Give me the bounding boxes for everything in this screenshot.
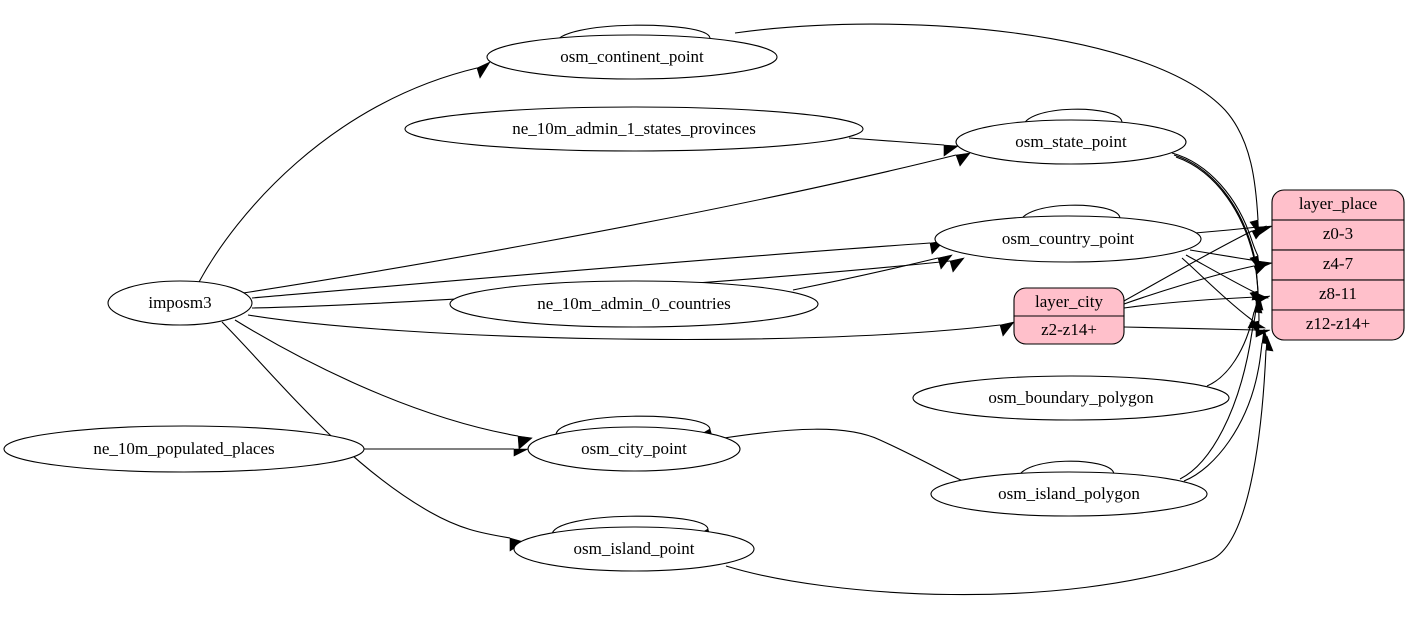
edge-osm_island_polygon-to-layer_place_z8_11 — [1179, 308, 1257, 480]
layer_place-z12-label: z12-z14+ — [1306, 314, 1370, 333]
self-loop-osm_city_point — [555, 415, 711, 436]
node-label-imposm3: imposm3 — [148, 293, 211, 312]
edge-imposm3-to-osm_continent_point — [198, 67, 478, 283]
edge-osm_country_point-to-layer_place_z0_3 — [1194, 226, 1259, 234]
arrowhead — [1265, 335, 1274, 352]
layer_place-z0_3-label: z0-3 — [1323, 224, 1353, 243]
edge-ne_states-to-osm_state_point — [848, 137, 945, 146]
arrowhead — [1251, 225, 1267, 240]
arrowhead — [1253, 262, 1269, 275]
arrowhead — [955, 152, 971, 167]
node-label-osm_island_point: osm_island_point — [574, 539, 695, 558]
arrowhead — [513, 448, 529, 457]
layer_place-row-z8_11-cell — [1271, 279, 1405, 311]
arrowhead — [1255, 329, 1271, 338]
edge-layer_city-to-layer_place_z8_11 — [1123, 296, 1257, 309]
edge-layer_city-to-layer_place_z4_7 — [1123, 265, 1255, 305]
edge-imposm3-to-osm_island_point — [221, 321, 511, 539]
node-osm_continent_point[interactable]: osm_continent_point — [486, 34, 778, 80]
arrowhead — [949, 257, 965, 273]
node-label-ne_10m_admin_0_countries: ne_10m_admin_0_countries — [537, 294, 731, 313]
layer_place-z4_7-label: z4-7 — [1323, 254, 1354, 273]
edge-imposm3-to-osm_state_point — [242, 154, 957, 294]
edge-osm_island_polygon-to-layer_place_z12 — [1183, 342, 1263, 482]
layer_city-row-z2-cell — [1013, 315, 1125, 345]
edge-osm_state_point-to-layer_place_z4_7 — [1171, 152, 1259, 257]
edge-osm_island_point-to-layer_place_z12 — [725, 349, 1267, 596]
layer_place-title-label: layer_place — [1299, 194, 1377, 213]
node-osm_boundary_polygon[interactable]: osm_boundary_polygon — [912, 375, 1230, 421]
node-label-ne_10m_admin_1_states_provinces: ne_10m_admin_1_states_provinces — [512, 119, 756, 138]
node-osm_country_point[interactable]: osm_country_point — [934, 215, 1202, 263]
edge-layer_city-to-layer_place_z12 — [1123, 326, 1257, 331]
arrowhead — [1255, 294, 1264, 311]
node-label-osm_continent_point: osm_continent_point — [560, 47, 704, 66]
layer_place-row-z12-cell — [1271, 309, 1405, 341]
node-osm_island_polygon[interactable]: osm_island_polygon — [930, 471, 1208, 517]
edge-osm_country_point-to-layer_place_z4_7 — [1189, 249, 1259, 262]
node-imposm3[interactable]: imposm3 — [107, 280, 253, 326]
node-osm_state_point[interactable]: osm_state_point — [955, 119, 1187, 165]
layer_city-title-label: layer_city — [1035, 292, 1103, 311]
arrowhead — [943, 144, 959, 157]
edge-osm_continent_point-to-layer_place_z0_3 — [734, 23, 1259, 221]
self-loop-osm_continent_point — [555, 24, 711, 45]
self-loop-osm_island_point — [551, 515, 709, 536]
layer_place-z8_11-label: z8-11 — [1319, 284, 1357, 303]
node-layer: imposm3 osm_continent_point ne_10m_admin… — [3, 34, 1405, 572]
node-label-osm_country_point: osm_country_point — [1002, 229, 1134, 248]
node-osm_island_point[interactable]: osm_island_point — [513, 526, 755, 572]
self-loop-osm_state_point — [1022, 108, 1123, 129]
edge-layer_city-to-layer_place_z0_3 — [1123, 230, 1253, 302]
node-ne_10m_admin_0_countries[interactable]: ne_10m_admin_0_countries — [449, 280, 819, 328]
arrowhead — [937, 254, 953, 270]
edge-imposm3-to-osm_city_point — [234, 319, 519, 437]
arrowhead — [517, 435, 533, 450]
layer_city-z2-label: z2-z14+ — [1041, 320, 1097, 339]
layer_place-row-z4_7-cell — [1271, 249, 1405, 281]
edge-osm_country_point-to-layer_place_z12 — [1181, 257, 1253, 321]
node-label-osm_city_point: osm_city_point — [581, 439, 687, 458]
edge-imposm3-to-osm_country_point — [251, 242, 931, 299]
edge-osm_country_point-to-layer_place_z8_11 — [1185, 254, 1255, 293]
edge-imposm3-to-layer_city — [247, 314, 1001, 341]
node-label-osm_boundary_polygon: osm_boundary_polygon — [988, 388, 1154, 407]
node-label-osm_island_polygon: osm_island_polygon — [998, 484, 1140, 503]
node-label-ne_10m_populated_places: ne_10m_populated_places — [93, 439, 274, 458]
edge-osm_city_point-to-osm_island_polygon — [723, 428, 977, 488]
node-osm_city_point[interactable]: osm_city_point — [527, 426, 741, 472]
edge-osm_boundary_polygon-to-layer_place_z8_11 — [1206, 311, 1255, 387]
node-ne_10m_admin_1_states_provinces[interactable]: ne_10m_admin_1_states_provinces — [404, 106, 864, 152]
node-layer_place[interactable]: layer_place z0-3 z4-7 z8-11 z12-z14+ — [1271, 189, 1405, 341]
node-ne_10m_populated_places[interactable]: ne_10m_populated_places — [3, 425, 365, 473]
node-label-osm_state_point: osm_state_point — [1015, 132, 1127, 151]
edge-ne_countries-to-osm_country_point — [792, 257, 939, 291]
arrowhead — [1247, 319, 1267, 329]
arrowhead — [476, 61, 491, 79]
node-layer_city[interactable]: layer_city z2-z14+ — [1013, 287, 1125, 345]
arrowhead — [999, 321, 1015, 337]
